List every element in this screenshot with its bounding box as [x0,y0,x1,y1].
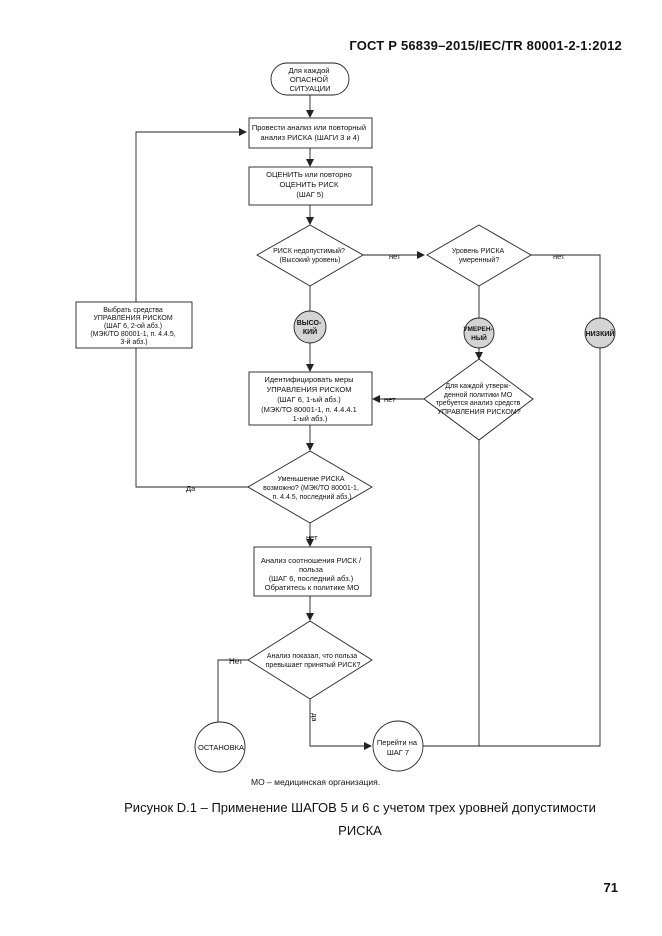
svg-text:Выбрать средства УПРАВЛЕ: Выбрать средства УПРАВЛЕНИЯ РИСКОМ (ШАГ … [90,306,177,346]
svg-text:УМЕРЕН- НЫЙ: УМЕРЕН- НЫЙ [463,326,494,342]
svg-text:Анализ показал, что польза: Анализ показал, что польза превышает при… [266,653,361,669]
page-number: 71 [603,880,618,895]
analyze-risk-box: Провести анализ или повторный анализ РИС… [248,117,373,149]
decision-unacceptable-diamond: РИСК недопустимый? (Высокий уровень) [256,224,364,287]
svg-text:Для каждой ОПАСНОЙ: Для каждой ОПАСНОЙ СИТУАЦИИ [288,66,331,93]
connector [309,699,372,750]
start-line: Для каждой [288,66,329,75]
svg-text:НИЗКИЙ: НИЗКИЙ [586,329,615,338]
flow-connectors [135,95,601,750]
branch-labels: нет нет нет Да нет Нет да [186,252,565,722]
label-no-cap: Нет [229,657,243,666]
decision-moderate-diamond: Уровень РИСКА умеренный? [426,224,532,287]
svg-text:Перейти на ШАГ 7: Перейти на ШАГ 7 [377,738,419,757]
level-low-circle: НИЗКИЙ [584,317,616,349]
decision-reduction-diamond: Уменьшение РИСКА возможно? (МЭК/ТО 80001… [247,450,373,524]
connector [135,348,248,488]
figure-caption: Рисунок D.1 – Применение ШАГОВ 5 и 6 с у… [124,800,596,815]
label-no: нет [389,252,401,261]
stop-terminal: ОСТАНОВКА [194,721,246,773]
label-no: нет [553,252,565,261]
svg-text:Уровень РИСКА умеренный?: Уровень РИСКА умеренный? [452,248,506,264]
connector [403,348,601,750]
start-line: ОПАСНОЙ [290,75,328,84]
svg-text:Провести анализ или повторный: Провести анализ или повторный анализ РИС… [252,123,368,142]
figure-caption-continuation: РИСКА [338,823,382,838]
svg-text:ВЫСО- КИЙ: ВЫСО- КИЙ [297,320,324,336]
identify-measures-box: Идентифицировать меры УПРАВЛЕНИЯ РИСКОМ … [248,371,373,426]
benefit-analysis-box: Анализ соотношения РИСК / польза (ШАГ 6,… [253,546,372,597]
svg-text:РИСК недопустимый? (Высо: РИСК недопустимый? (Высокий уровень) [273,247,347,264]
svg-text:Идентифицировать меры УП: Идентифицировать меры УПРАВЛЕНИЯ РИСКОМ … [261,375,359,423]
decision-policy-diamond: Для каждой утверж- денной политики МО тр… [423,358,534,441]
select-controls-box: Выбрать средства УПРАВЛЕНИЯ РИСКОМ (ШАГ … [75,301,193,349]
connector [217,659,248,722]
svg-text:ОЦЕНИТЬ или повторно ОЦЕ: ОЦЕНИТЬ или повторно ОЦЕНИТЬ РИСК (ШАГ 5… [266,170,354,199]
svg-text:Уменьшение РИСКА возможн: Уменьшение РИСКА возможно? (МЭК/ТО 80001… [263,476,361,501]
connector [531,254,601,318]
goto-step7-terminal: Перейти на ШАГ 7 [372,720,424,772]
svg-text:ОСТАНОВКА: ОСТАНОВКА [198,743,244,752]
svg-text:Анализ соотношения РИСК /: Анализ соотношения РИСК / польза (ШАГ 6,… [261,556,363,592]
document-header: ГОСТ Р 56839–2015/IEC/TR 80001-2-1:2012 [349,38,622,53]
svg-text:Для каждой утверж- денно: Для каждой утверж- денной политики МО тр… [436,382,523,416]
label-no: нет [384,395,396,404]
connector [135,128,247,302]
decision-benefit-diamond: Анализ показал, что польза превышает при… [247,620,373,700]
evaluate-risk-box: ОЦЕНИТЬ или повторно ОЦЕНИТЬ РИСК (ШАГ 5… [248,166,373,206]
label-yes-lower: да [310,713,319,722]
level-high-circle: ВЫСО- КИЙ [293,310,327,344]
start-terminal: Для каждой ОПАСНОЙ СИТУАЦИИ [270,62,350,96]
footnote: МО – медицинская организация. [251,777,381,787]
label-no: нет [306,533,318,542]
start-line: СИТУАЦИИ [290,84,331,93]
label-yes: Да [186,484,196,493]
level-moderate-circle: УМЕРЕН- НЫЙ [463,317,495,349]
